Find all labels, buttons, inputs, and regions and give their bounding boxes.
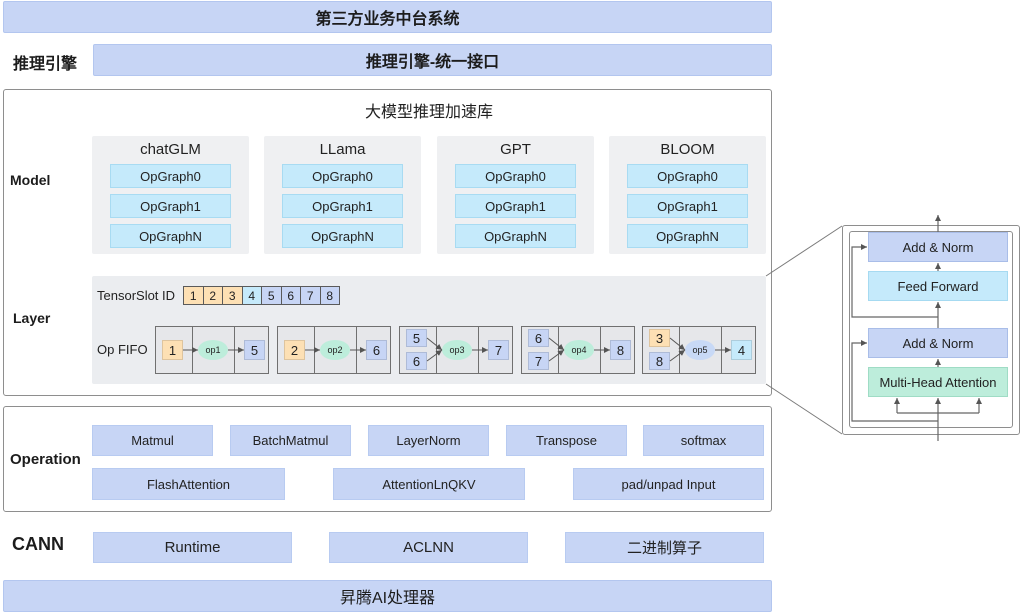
tensor-slot-label: TensorSlot ID bbox=[97, 288, 176, 303]
multi-head-attention-block: Multi-Head Attention bbox=[868, 367, 1008, 397]
add-norm-block: Add & Norm bbox=[868, 328, 1008, 358]
output-tensor: 4 bbox=[731, 340, 752, 360]
op-graph: OpGraphN bbox=[110, 224, 231, 248]
zoom-line bbox=[765, 383, 843, 435]
output-tensor: 7 bbox=[488, 340, 509, 360]
tensor-slot: 3 bbox=[222, 286, 243, 305]
output-tensor: 8 bbox=[610, 340, 631, 360]
business-platform-bar: 第三方业务中台系统 bbox=[3, 1, 772, 33]
tensor-slot: 7 bbox=[300, 286, 321, 305]
model-name: GPT bbox=[500, 140, 531, 158]
output-tensor: 6 bbox=[366, 340, 387, 360]
tensor-slot: 8 bbox=[319, 286, 340, 305]
input-tensor: 1 bbox=[162, 340, 183, 360]
tensor-slot: 2 bbox=[202, 286, 223, 305]
operation-pad-unpad-input: pad/unpad Input bbox=[573, 468, 764, 500]
model-label: Model bbox=[10, 172, 51, 188]
op-graph: OpGraph0 bbox=[110, 164, 231, 188]
output-tensor: 5 bbox=[244, 340, 265, 360]
ascend-processor-bar: 昇腾AI处理器 bbox=[3, 580, 772, 612]
operation-batchmatmul: BatchMatmul bbox=[230, 425, 351, 456]
tensor-slot: 5 bbox=[261, 286, 282, 305]
model-name: BLOOM bbox=[660, 140, 715, 158]
operation-softmax: softmax bbox=[643, 425, 764, 456]
model-card-gpt: GPT OpGraph0 OpGraph1 OpGraphN bbox=[437, 136, 594, 254]
tensor-slot: 1 bbox=[183, 286, 204, 305]
op-graph: OpGraph0 bbox=[455, 164, 576, 188]
operation-attentionlnqkv: AttentionLnQKV bbox=[333, 468, 525, 500]
op-graph: OpGraph0 bbox=[627, 164, 748, 188]
operation-flashattention: FlashAttention bbox=[92, 468, 285, 500]
operation-label: Operation bbox=[10, 451, 81, 468]
model-card-bloom: BLOOM OpGraph0 OpGraph1 OpGraphN bbox=[609, 136, 766, 254]
operator-node: op3 bbox=[442, 340, 472, 360]
feed-forward-block: Feed Forward bbox=[868, 271, 1008, 301]
tensor-slot: 6 bbox=[280, 286, 301, 305]
transformer-block-frame bbox=[849, 231, 1013, 428]
inference-engine-interface-bar: 推理引擎-统一接口 bbox=[93, 44, 772, 76]
layer-label: Layer bbox=[13, 310, 51, 326]
model-name: chatGLM bbox=[140, 140, 201, 158]
tensor-slot: 4 bbox=[241, 286, 262, 305]
input-tensor: 5 bbox=[406, 329, 427, 347]
inference-engine-label: 推理引擎 bbox=[13, 56, 78, 73]
op-graph: OpGraph1 bbox=[455, 194, 576, 218]
add-norm-block: Add & Norm bbox=[868, 232, 1008, 262]
input-tensor: 2 bbox=[284, 340, 305, 360]
library-title: 大模型推理加速库 bbox=[364, 104, 493, 121]
input-tensor: 6 bbox=[528, 329, 549, 347]
op-graph: OpGraphN bbox=[455, 224, 576, 248]
op-graph: OpGraph1 bbox=[282, 194, 403, 218]
operator-node: op4 bbox=[564, 340, 594, 360]
operation-matmul: Matmul bbox=[92, 425, 213, 456]
model-card-llama: LLama OpGraph0 OpGraph1 OpGraphN bbox=[264, 136, 421, 254]
cann-binary-operators: 二进制算子 bbox=[565, 532, 764, 563]
op-graph: OpGraph1 bbox=[110, 194, 231, 218]
operator-node: op2 bbox=[320, 340, 350, 360]
cann-label: CANN bbox=[12, 534, 64, 554]
zoom-line bbox=[765, 225, 843, 277]
op-graph: OpGraphN bbox=[282, 224, 403, 248]
operator-node: op5 bbox=[685, 340, 715, 360]
cann-aclnn: ACLNN bbox=[329, 532, 528, 563]
op-graph: OpGraph0 bbox=[282, 164, 403, 188]
model-card-chatglm: chatGLM OpGraph0 OpGraph1 OpGraphN bbox=[92, 136, 249, 254]
cann-runtime: Runtime bbox=[93, 532, 292, 563]
op-graph: OpGraph1 bbox=[627, 194, 748, 218]
input-tensor: 8 bbox=[649, 352, 670, 370]
operation-transpose: Transpose bbox=[506, 425, 627, 456]
input-tensor: 3 bbox=[649, 329, 670, 347]
input-tensor: 6 bbox=[406, 352, 427, 370]
op-graph: OpGraphN bbox=[627, 224, 748, 248]
operator-node: op1 bbox=[198, 340, 228, 360]
model-name: LLama bbox=[319, 140, 366, 158]
input-tensor: 7 bbox=[528, 352, 549, 370]
op-fifo-label: Op FIFO bbox=[97, 342, 148, 357]
operation-layernorm: LayerNorm bbox=[368, 425, 489, 456]
